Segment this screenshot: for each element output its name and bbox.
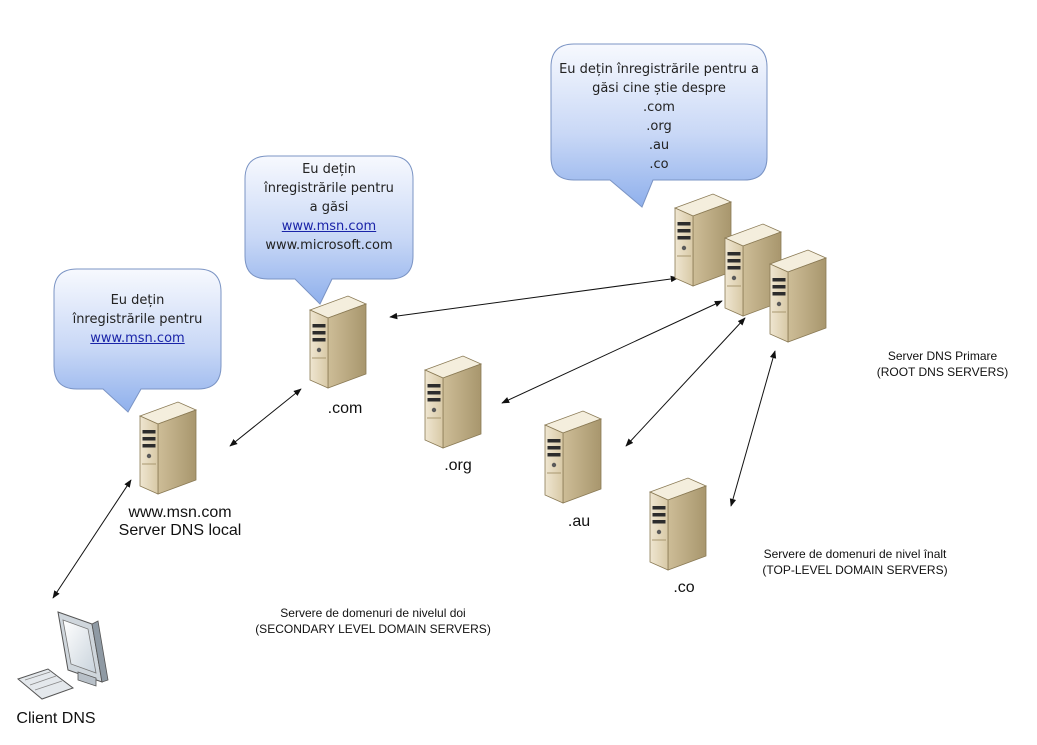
tld-au-entry: .au [648, 138, 670, 153]
caption-tld: Servere de domenuri de nivel înalt (TOP-… [740, 546, 970, 578]
server-co-label: .co [673, 579, 695, 596]
bubble-com-line3: a găsi [309, 200, 349, 215]
msn-link-local[interactable]: www.msn.com [90, 331, 185, 346]
bubble-local-text: Eu dețin înregistrările pentru www.msn.c… [54, 291, 221, 348]
bubble-com-line2: înregistrările pentru [264, 181, 394, 196]
client-label: Client DNS [16, 710, 96, 727]
caption-root-line2: (ROOT DNS SERVERS) [876, 365, 1009, 379]
arrow-org-root [501, 300, 723, 404]
server-org-label: .org [444, 457, 472, 474]
arrow-client-local [52, 479, 132, 599]
server-local-label: www.msn.com [128, 504, 232, 521]
caption-secondary: Servere de domenuri de nivelul doi (SECO… [228, 605, 518, 637]
server-root-3-icon [769, 249, 827, 343]
arrow-local-com [229, 388, 302, 447]
bubble-com [244, 155, 414, 305]
bubble-local-line1: Eu dețin [110, 293, 165, 308]
bubble-com-line1: Eu dețin [302, 162, 356, 177]
bubble-root [550, 43, 768, 208]
server-co-icon [649, 477, 707, 571]
bubble-root-line1: Eu dețin înregistrările pentru a [559, 62, 759, 77]
tld-co-entry: .co [649, 157, 669, 172]
arrow-au-root [625, 317, 746, 447]
server-org-icon [424, 355, 482, 449]
arrow-com-root [389, 275, 679, 320]
server-au-icon [544, 410, 602, 504]
bubble-local [53, 268, 222, 413]
msn-link[interactable]: www.msn.com [281, 219, 377, 234]
tld-org-entry: .org [646, 119, 672, 134]
caption-tld-line1: Servere de domenuri de nivel înalt [763, 547, 947, 561]
bubble-root-line2: găsi cine știe despre [592, 81, 726, 96]
server-root-1-icon [674, 193, 732, 287]
caption-root-line1: Server DNS Primare [887, 349, 998, 363]
server-com-icon [309, 295, 367, 389]
arrow-co-root [729, 350, 777, 507]
server-local-icon [139, 401, 197, 495]
bubble-local-line2: înregistrările pentru [72, 312, 203, 327]
server-com-label: .com [327, 400, 363, 417]
bubble-com-text: Eu dețin înregistrările pentru a găsi ww… [245, 160, 413, 255]
server-au-label: .au [567, 513, 591, 530]
tld-com-entry: .com [643, 100, 675, 115]
server-local-sublabel: Server DNS local [118, 522, 242, 539]
caption-secondary-line1: Servere de domenuri de nivelul doi [280, 606, 466, 620]
client-computer-icon [16, 611, 109, 700]
caption-tld-line2: (TOP-LEVEL DOMAIN SERVERS) [762, 563, 948, 577]
caption-secondary-line2: (SECONDARY LEVEL DOMAIN SERVERS) [255, 622, 491, 636]
caption-root: Server DNS Primare (ROOT DNS SERVERS) [855, 348, 1030, 380]
bubble-root-text: Eu dețin înregistrările pentru a găsi ci… [551, 60, 767, 174]
bubble-com-line5: www.microsoft.com [265, 238, 393, 253]
